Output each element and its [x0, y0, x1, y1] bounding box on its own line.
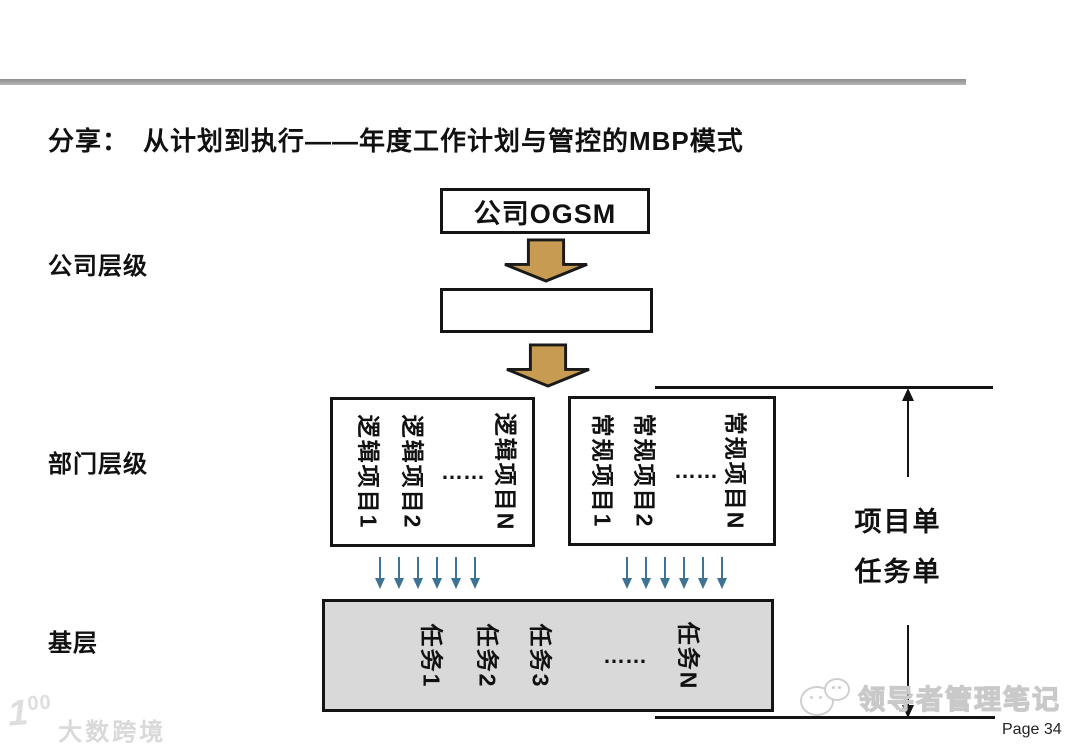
- blue-down-arrow-icon: [717, 557, 727, 589]
- routine-project-label: 常规项目2: [631, 413, 658, 529]
- blue-down-arrow-icon: [451, 557, 461, 589]
- task-column: 任务1: [418, 602, 448, 709]
- chat-bubbles-icon: [798, 676, 850, 718]
- block-down-arrow-icon: [506, 343, 590, 388]
- watermark-left: 100 大数跨境: [6, 691, 167, 747]
- middle-empty-box: [440, 288, 653, 333]
- task-label: 任务2: [474, 623, 501, 688]
- blue-down-arrow-icon: [432, 557, 442, 589]
- routine-project-label: 常规项目N: [722, 411, 748, 531]
- blue-down-arrow-icon: [413, 557, 423, 589]
- annotation-up-arrow-icon: [902, 388, 914, 477]
- annotation-label-project-list: 项目单: [854, 507, 942, 537]
- routine-project-column: 常规项目1: [589, 399, 619, 543]
- blue-down-arrow-icon: [470, 557, 480, 589]
- ellipsis-label: ……: [441, 459, 485, 484]
- level-label-department: 部门层级: [48, 451, 148, 478]
- watermark-right: 领导者管理笔记: [798, 676, 1061, 718]
- ellipsis-label: ……: [603, 642, 647, 668]
- blue-down-arrow-icon: [679, 557, 689, 589]
- company-ogsm-box: 公司OGSM: [440, 188, 650, 234]
- slide-title: 分享： 从计划到执行——年度工作计划与管控的MBP模式: [48, 126, 744, 156]
- routine-projects-box: 常规项目1 常规项目2 …… 常规项目N: [568, 396, 776, 546]
- top-divider-bar: [0, 79, 966, 85]
- logic-projects-box: 逻辑项目1 逻辑项目2 …… 逻辑项目N: [330, 397, 535, 547]
- blue-down-arrow-icon: [660, 557, 670, 589]
- blue-down-arrow-icon: [698, 557, 708, 589]
- logic-project-label: 逻辑项目N: [492, 412, 518, 532]
- tasks-box: 任务1 任务2 任务3 …… 任务N: [322, 599, 774, 712]
- routine-project-column: 常规项目2: [631, 399, 661, 543]
- task-label: 任务1: [418, 623, 445, 688]
- annotation-top-line: [655, 386, 993, 389]
- ellipsis-column: ……: [439, 400, 485, 544]
- annotation-down-arrow-icon: [902, 625, 914, 718]
- blue-down-arrow-icon: [641, 557, 651, 589]
- task-column: 任务3: [527, 602, 557, 709]
- logo-100-icon: 100: [6, 691, 53, 734]
- company-ogsm-label: 公司OGSM: [473, 198, 617, 229]
- ellipsis-column: ……: [672, 399, 718, 543]
- logic-project-column: 逻辑项目2: [399, 400, 429, 544]
- task-column: 任务N: [675, 602, 705, 709]
- page-number: Page 34: [1002, 721, 1062, 738]
- task-label: 任务3: [527, 623, 554, 688]
- logic-project-label: 逻辑项目2: [399, 414, 426, 530]
- ellipsis-label: ……: [674, 458, 718, 483]
- task-column: 任务2: [474, 602, 504, 709]
- watermark-right-text: 领导者管理笔记: [857, 684, 1061, 715]
- blue-down-arrow-icon: [375, 557, 385, 589]
- logic-project-column: 逻辑项目N: [492, 400, 522, 544]
- routine-project-column: 常规项目N: [722, 399, 752, 543]
- level-label-base: 基层: [48, 630, 98, 657]
- annotation-label-task-list: 任务单: [854, 557, 942, 587]
- routine-project-label: 常规项目1: [589, 413, 616, 529]
- ellipsis-column: ……: [601, 602, 647, 709]
- level-label-company: 公司层级: [48, 253, 148, 280]
- annotation-bottom-line: [655, 716, 995, 719]
- blue-down-arrow-icon: [394, 557, 404, 589]
- block-down-arrow-icon: [504, 238, 588, 283]
- task-label: 任务N: [675, 621, 701, 690]
- watermark-left-text: 大数跨境: [58, 719, 167, 746]
- blue-down-arrow-icon: [622, 557, 632, 589]
- logic-project-column: 逻辑项目1: [355, 400, 385, 544]
- logic-project-label: 逻辑项目1: [355, 414, 382, 530]
